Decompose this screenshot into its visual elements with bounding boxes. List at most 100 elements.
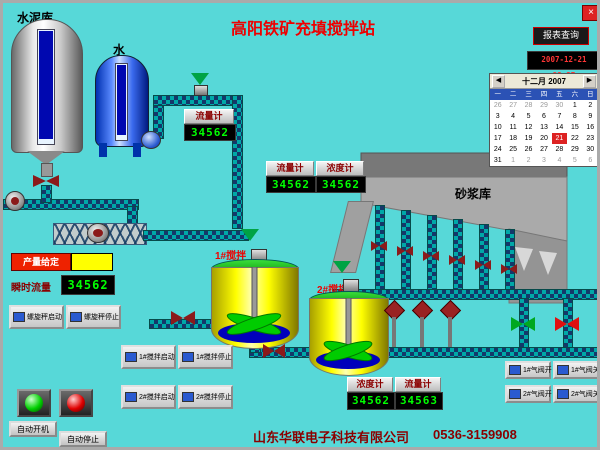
calendar-day[interactable]: 8 — [572, 113, 577, 120]
production-setpoint-input[interactable] — [71, 253, 113, 271]
auto-start-button[interactable]: 自动开机 — [9, 421, 57, 437]
calendar-day[interactable]: 10 — [493, 124, 502, 131]
feeder-motor — [194, 85, 208, 96]
calendar-day[interactable]: 24 — [493, 146, 502, 153]
company-phone: 0536-3159908 — [433, 427, 517, 442]
discharge-valve[interactable] — [263, 344, 285, 358]
calendar-day[interactable]: 28 — [555, 146, 564, 153]
cement-outlet-valve[interactable] — [33, 175, 59, 187]
calendar-day[interactable]: 17 — [493, 135, 502, 142]
calendar-day[interactable]: 22 — [570, 135, 579, 142]
flow-meter-mid-label: 流量计 — [266, 161, 314, 176]
calendar-day[interactable]: 11 — [509, 124, 517, 131]
mixer1-start-button[interactable]: 1#搅拌启动 — [121, 345, 176, 369]
pipe-segment — [3, 199, 139, 210]
screw-stop-button[interactable]: 螺旋秤停止 — [66, 305, 121, 329]
calendar-day[interactable]: 20 — [540, 135, 548, 142]
drop-valve[interactable] — [501, 264, 517, 274]
calendar-day[interactable]: 2 — [588, 102, 593, 109]
tank-leg — [133, 143, 141, 157]
calendar-day[interactable]: 27 — [509, 102, 518, 109]
drop-valve[interactable] — [397, 246, 413, 256]
flow-meter-top-value: 34562 — [184, 124, 236, 141]
calendar-day[interactable]: 1 — [572, 102, 577, 109]
production-setpoint-label: 产量给定 — [11, 253, 71, 271]
mixer2-funnel-icon — [333, 261, 351, 273]
calendar-day[interactable]: 26 — [493, 102, 502, 109]
mixer2-stop-button[interactable]: 2#搅拌停止 — [178, 385, 233, 409]
calendar-day[interactable]: 3 — [495, 113, 500, 120]
monitor-icon — [557, 365, 569, 375]
report-query-button[interactable]: 报表查询 — [533, 27, 589, 45]
air-valve-2-icon[interactable] — [555, 317, 579, 331]
calendar-day[interactable]: 3 — [542, 157, 546, 164]
air-valve2-open-button[interactable]: 2#气阀开 — [505, 385, 552, 403]
drop-valve[interactable] — [423, 251, 439, 261]
pump-icon[interactable] — [5, 191, 25, 211]
calendar-day[interactable]: 25 — [509, 146, 518, 153]
mixer2-start-button[interactable]: 2#搅拌启动 — [121, 385, 176, 409]
calendar-weekday: 六 — [571, 91, 579, 98]
mortar-silo-graphic — [360, 152, 568, 304]
footer: 山东华联电子科技有限公司 0536-3159908 — [253, 427, 517, 446]
line-valve[interactable] — [171, 311, 195, 325]
calendar-day[interactable]: 16 — [586, 124, 595, 131]
calendar-header: ◀ 十二月 2007 ▶ — [490, 74, 597, 89]
calendar-next-button[interactable]: ▶ — [583, 74, 596, 88]
water-pump-icon[interactable] — [141, 131, 161, 149]
air-valve-1-icon[interactable] — [511, 317, 535, 331]
instant-flow-label: 瞬时流量 — [11, 283, 51, 294]
calendar-day[interactable]: 9 — [588, 113, 593, 120]
air-valve1-close-button[interactable]: 1#气阀关 — [553, 361, 597, 379]
mixer1-stop-button[interactable]: 1#搅拌停止 — [178, 345, 233, 369]
monitor-icon — [70, 312, 82, 322]
density-meter-mid-label: 浓度计 — [316, 161, 364, 176]
calendar-prev-button[interactable]: ◀ — [492, 74, 505, 88]
drop-valve[interactable] — [371, 241, 387, 251]
calendar-day[interactable]: 14 — [555, 124, 564, 131]
calendar-day[interactable]: 13 — [540, 124, 548, 131]
calendar-day[interactable]: 5 — [526, 113, 531, 120]
button-label: 2#搅拌启动 — [139, 394, 175, 401]
calendar-day[interactable]: 30 — [555, 102, 564, 109]
button-label: 2#搅拌停止 — [196, 394, 232, 401]
calendar-day[interactable]: 29 — [540, 102, 548, 109]
calendar-day[interactable]: 21 — [551, 133, 568, 144]
page-title: 高阳铁矿充填搅拌站 — [230, 21, 375, 38]
calendar-day[interactable]: 4 — [511, 113, 516, 120]
air-valve1-open-button[interactable]: 1#气阀开 — [505, 361, 552, 379]
calendar-day[interactable]: 12 — [524, 124, 533, 131]
calendar-day[interactable]: 4 — [557, 157, 562, 164]
screw-start-button[interactable]: 螺旋秤启动 — [9, 305, 64, 329]
calendar-day[interactable]: 2 — [526, 157, 531, 164]
density-meter-bottom-value: 34562 — [347, 392, 395, 410]
calendar-day[interactable]: 23 — [586, 135, 595, 142]
calendar-day[interactable]: 28 — [524, 102, 533, 109]
calendar-day[interactable]: 26 — [524, 146, 533, 153]
calendar-day[interactable]: 18 — [509, 135, 518, 142]
calendar-day[interactable]: 29 — [570, 146, 579, 153]
calendar-day[interactable]: 5 — [572, 157, 577, 164]
calendar-day[interactable]: 19 — [524, 135, 533, 142]
drop-valve[interactable] — [449, 255, 465, 265]
instant-flow-value: 34562 — [61, 275, 115, 295]
calendar-day[interactable]: 1 — [511, 157, 516, 164]
pump-icon[interactable] — [87, 223, 109, 243]
calendar-day[interactable]: 30 — [586, 146, 595, 153]
mixer2-label: 2#搅拌 — [317, 285, 349, 296]
flow-meter-mid-value: 34562 — [266, 176, 316, 193]
air-valve2-close-button[interactable]: 2#气阀关 — [553, 385, 597, 403]
flow-meter-bottom-label: 流量计 — [395, 377, 441, 392]
calendar-day[interactable]: 15 — [570, 124, 579, 131]
company-name: 山东华联电子科技有限公司 — [253, 430, 410, 445]
calendar-day[interactable]: 27 — [540, 146, 548, 153]
drop-valve[interactable] — [475, 260, 491, 270]
calendar-day[interactable]: 6 — [542, 113, 546, 120]
density-meter-mid-value: 34562 — [316, 176, 366, 193]
close-button[interactable]: × — [582, 5, 597, 21]
calendar-day[interactable]: 6 — [588, 157, 593, 164]
auto-stop-button[interactable]: 自动停止 — [59, 431, 107, 447]
calendar-day[interactable]: 31 — [493, 157, 502, 164]
calendar-day[interactable]: 7 — [557, 113, 562, 120]
